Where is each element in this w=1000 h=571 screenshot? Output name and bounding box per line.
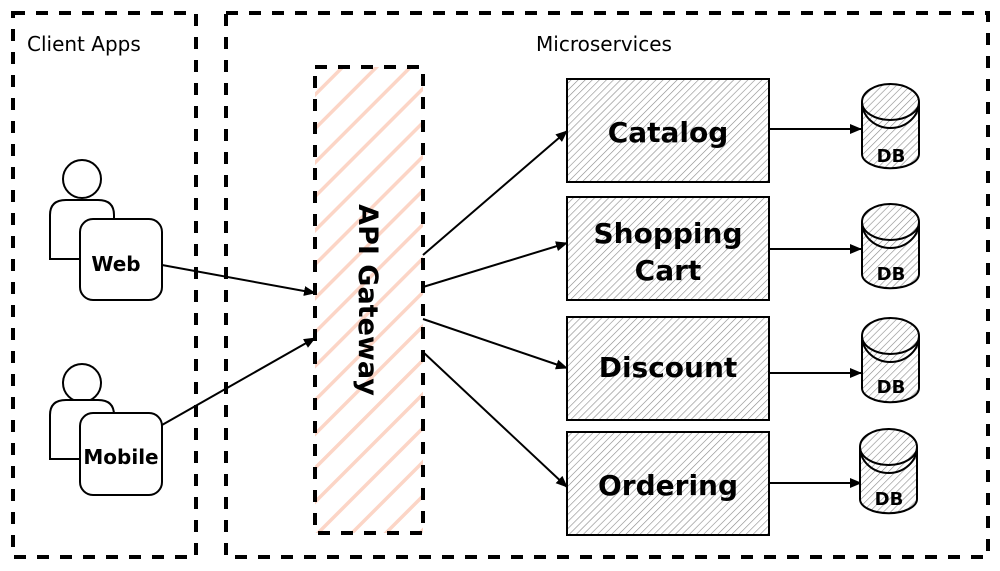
edge-gateway-to-ordering <box>422 351 568 488</box>
edge-web-to-gateway <box>161 264 316 296</box>
client-apps-boundary <box>11 11 198 559</box>
database-ordering[interactable]: DB <box>859 428 918 515</box>
service-box <box>566 196 770 301</box>
client-mobile[interactable]: Mobile <box>49 363 163 496</box>
api-gateway-box <box>313 65 425 535</box>
web-app-box <box>79 218 163 301</box>
edge-mobile-to-gateway <box>161 337 316 426</box>
client-web[interactable]: Web <box>49 159 163 301</box>
edge-gateway-to-catalog <box>422 130 568 256</box>
database-label: DB <box>877 146 906 167</box>
service-box <box>566 431 770 536</box>
database-shopping-cart[interactable]: DB <box>861 203 920 290</box>
service-label: Discount <box>599 351 738 384</box>
microservices-title: Microservices <box>536 32 672 56</box>
service-box <box>566 78 770 183</box>
client-apps-group: Client Apps <box>11 11 198 559</box>
database-label: DB <box>877 264 906 285</box>
database-label: DB <box>877 377 906 398</box>
database-discount[interactable]: DB <box>861 317 920 404</box>
database-label: DB <box>875 489 904 510</box>
service-label-line-1: Shopping <box>594 217 743 250</box>
microservices-group: Microservices <box>224 11 990 559</box>
database-icon <box>859 428 918 515</box>
database-icon <box>861 203 920 290</box>
database-catalog[interactable]: DB <box>861 83 920 170</box>
database-icon <box>861 317 920 404</box>
service-catalog[interactable]: Catalog <box>566 78 770 183</box>
mobile-app-box <box>79 412 163 496</box>
edge-gateway-to-shopping-cart <box>422 241 568 288</box>
web-label: Web <box>91 252 140 276</box>
client-apps-title: Client Apps <box>27 32 141 56</box>
microservices-boundary <box>224 11 990 559</box>
api-gateway-label: API Gateway <box>352 204 383 396</box>
service-label: Ordering <box>598 469 738 502</box>
database-icon <box>861 83 920 170</box>
service-shopping-cart[interactable]: Shopping Cart <box>566 196 770 301</box>
service-discount[interactable]: Discount <box>566 316 770 421</box>
mobile-label: Mobile <box>83 445 158 469</box>
service-label-line-2: Cart <box>635 254 702 287</box>
service-ordering[interactable]: Ordering <box>566 431 770 536</box>
service-box <box>566 316 770 421</box>
edge-gateway-to-discount <box>422 318 568 370</box>
api-gateway[interactable]: API Gateway <box>313 65 425 535</box>
service-label: Catalog <box>608 116 729 149</box>
